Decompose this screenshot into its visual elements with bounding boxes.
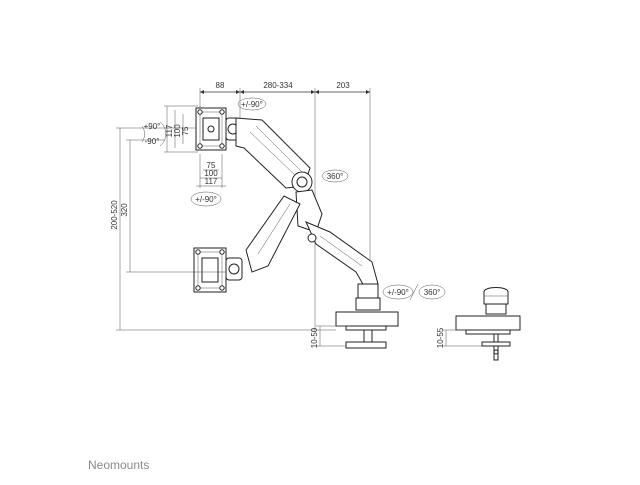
dim-height-200-520: 200-520 [110,200,119,230]
swivel-arrow-icon [321,169,349,183]
dim-height-320: 320 [120,203,129,217]
dim-tilt-plus90: +90° [144,122,161,131]
clamp-dimension-lines [316,325,346,347]
base-rotate-arrow-icon [382,283,446,301]
upper-vesa-plate [195,107,227,151]
grommet-mount [455,287,521,361]
top-dimension-lines [199,88,371,330]
dim-88: 88 [216,81,225,90]
tilt-vertical-arrow-icon [141,121,167,147]
brand-logo-text: Neomounts [88,458,150,472]
arm-lowered-position [225,195,301,281]
dim-vesa-v100: 100 [173,124,182,138]
dim-rotate-pm90: +/-90° [195,195,217,204]
tilt-arrow-icon [237,97,267,111]
dim-280-334: 280-334 [263,81,293,90]
dim-vesa-v117: 117 [165,124,174,137]
dim-tilt-pm90: +/-90° [241,100,263,109]
dim-base-pm90: +/-90° [387,288,409,297]
dim-203: 203 [336,81,350,90]
dim-clamp-10-50: 10-50 [310,327,319,348]
vesa-vertical-dims [164,105,198,153]
dim-swivel-360: 360° [327,172,344,181]
dim-vesa-v75: 75 [181,126,190,135]
dim-grommet-10-55: 10-55 [436,327,445,348]
dim-tilt-minus90: -90° [145,137,160,146]
lower-vesa-plate [193,247,227,293]
dim-vesa-h117: 117 [205,177,218,186]
dim-vesa-h100: 100 [204,169,218,178]
height-dimension-lines [116,127,336,331]
grommet-dimension-lines [442,329,482,347]
dim-vesa-h75: 75 [207,161,216,170]
arm-raised-position [225,117,313,193]
arm-lower-segment [295,189,379,287]
desk-clamp-base [335,283,399,349]
rotate-arrow-icon [190,191,222,207]
dim-base-360: 360° [424,288,441,297]
vesa-horizontal-dims [196,154,226,188]
